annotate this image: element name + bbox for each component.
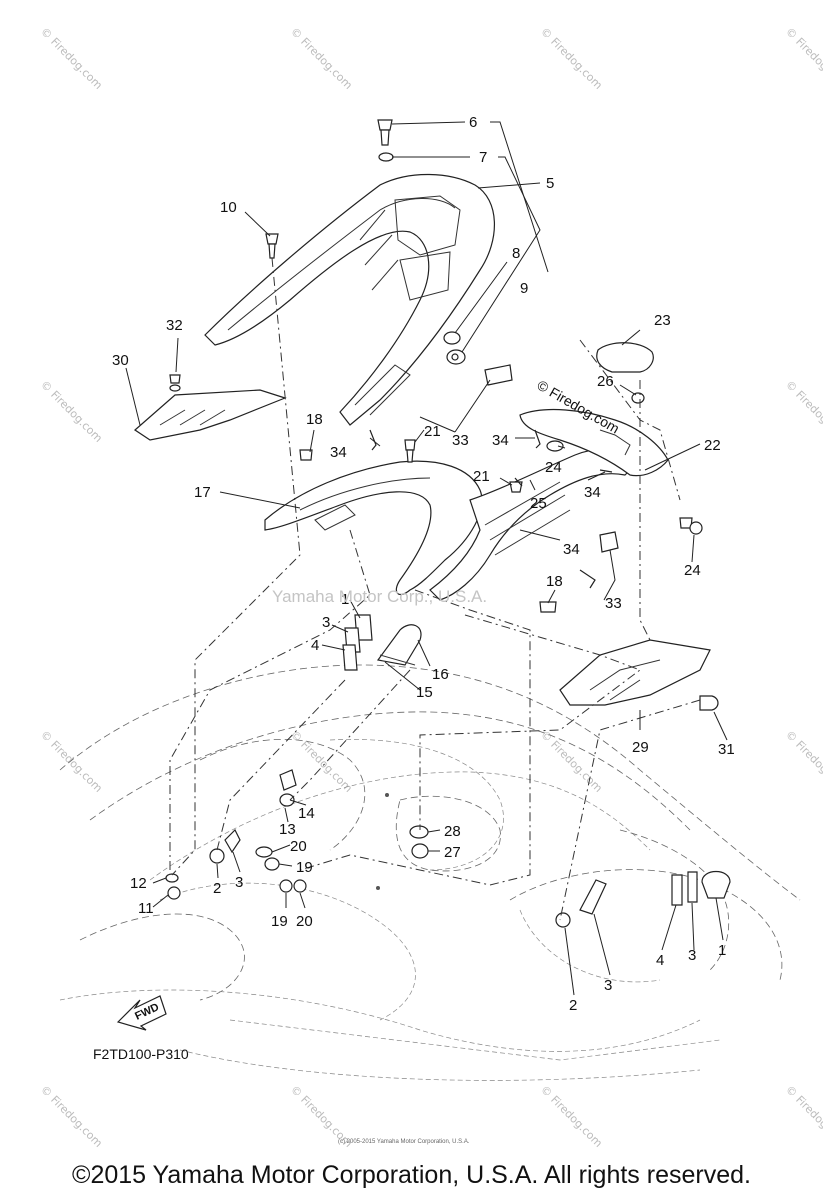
fwd-arrow: FWD: [116, 995, 167, 1031]
callout-31: 31: [718, 741, 735, 758]
callout-15: 15: [416, 684, 433, 701]
callout-16: 16: [432, 666, 449, 683]
callout-7: 7: [479, 149, 487, 166]
callout-13: 13: [279, 821, 296, 838]
callout-25: 25: [530, 495, 547, 512]
hook-assembly-bottom-right: [555, 870, 731, 928]
callout-17: 17: [194, 484, 211, 501]
callout-2-b: 2: [569, 997, 577, 1014]
callout-29: 29: [632, 739, 649, 756]
firedog-watermark: © Firedog.com: [538, 25, 605, 92]
part-25-panel: [429, 448, 641, 601]
callout-3-c: 3: [688, 947, 696, 964]
callout-21-a: 21: [424, 423, 441, 440]
callout-10: 10: [220, 199, 237, 216]
firedog-watermark: © Firedog.com: [288, 728, 355, 795]
callout-1-b: 1: [718, 942, 726, 959]
firedog-watermark: © Firedog.com: [38, 25, 105, 92]
part-5-rear-cover: [204, 173, 496, 426]
callout-32: 32: [166, 317, 183, 334]
callout-30: 30: [112, 352, 129, 369]
small-copyright: (c) 2005-2015 Yamaha Motor Corporation, …: [338, 1139, 470, 1145]
callout-19-b: 19: [271, 913, 288, 930]
firedog-watermark: © Firedog.com: [783, 728, 823, 795]
callout-19-a: 19: [296, 859, 313, 876]
part-29-bracket: [559, 639, 719, 711]
callouts: 6 7 5 10 8 9 23 32 30 26 18 33 34 34 21 …: [112, 114, 735, 1014]
clips-fasteners: [299, 364, 703, 613]
callout-23: 23: [654, 312, 671, 329]
footer-copyright: ©2015 Yamaha Motor Corporation, U.S.A. A…: [72, 1161, 751, 1189]
firedog-watermark: © Firedog.com: [38, 1083, 105, 1150]
callout-8: 8: [512, 245, 520, 262]
callout-11: 11: [138, 900, 154, 917]
callout-6: 6: [469, 114, 477, 131]
firedog-watermark: © Firedog.com: [288, 25, 355, 92]
callout-12: 12: [130, 875, 147, 892]
callout-3-a: 3: [322, 614, 330, 631]
hardware-bottom-left: [165, 769, 429, 900]
part-17-side-panel: [264, 439, 483, 595]
part-30-bracket: [134, 374, 287, 441]
callout-26: 26: [597, 373, 614, 390]
callout-34-c: 34: [584, 484, 601, 501]
firedog-watermark: © Firedog.com: [538, 1083, 605, 1150]
fasteners-top: [265, 119, 466, 365]
firedog-watermark: © Firedog.com: [783, 1083, 823, 1150]
callout-1-a: 1: [341, 591, 349, 608]
callout-18-b: 18: [546, 573, 563, 590]
callout-3-d: 3: [604, 977, 612, 994]
firedog-watermark: © Firedog.com: [38, 378, 105, 445]
callout-22: 22: [704, 437, 721, 454]
callout-14: 14: [298, 805, 315, 822]
callout-34-d: 34: [563, 541, 580, 558]
reference-lines: [169, 257, 701, 921]
callout-34-b: 34: [492, 432, 509, 449]
callout-4-a: 4: [311, 637, 319, 654]
leader-lines: [125, 121, 728, 996]
callout-20-a: 20: [290, 838, 307, 855]
callout-5: 5: [546, 175, 554, 192]
callout-4-b: 4: [656, 952, 664, 969]
callout-18-a: 18: [306, 411, 323, 428]
callout-24-a: 24: [545, 459, 562, 476]
diagram-code: F2TD100-P310: [93, 1046, 189, 1062]
callout-24-b: 24: [684, 562, 701, 579]
callout-27: 27: [444, 844, 461, 861]
part-23-handle: [596, 342, 654, 404]
callout-33-a: 33: [452, 432, 469, 449]
callout-2-a: 2: [213, 880, 221, 897]
hull-outline: [59, 664, 801, 1081]
callout-33-b: 33: [605, 595, 622, 612]
part-22-cover: [519, 408, 669, 477]
firedog-watermark: © Firedog.com: [783, 25, 823, 92]
firedog-watermark: © Firedog.com: [783, 378, 823, 445]
callout-20-b: 20: [296, 913, 313, 930]
callout-34-a: 34: [330, 444, 347, 461]
callout-28: 28: [444, 823, 461, 840]
hook-assembly-top: [342, 614, 422, 671]
firedog-watermark: © Firedog.com: [38, 728, 105, 795]
callout-9: 9: [520, 280, 528, 297]
callout-3-b: 3: [235, 874, 243, 891]
firedog-watermark: © Firedog.com: [538, 728, 605, 795]
center-watermark: Yamaha Motor Corp., U.S.A.: [272, 587, 487, 606]
callout-21-b: 21: [473, 468, 490, 485]
